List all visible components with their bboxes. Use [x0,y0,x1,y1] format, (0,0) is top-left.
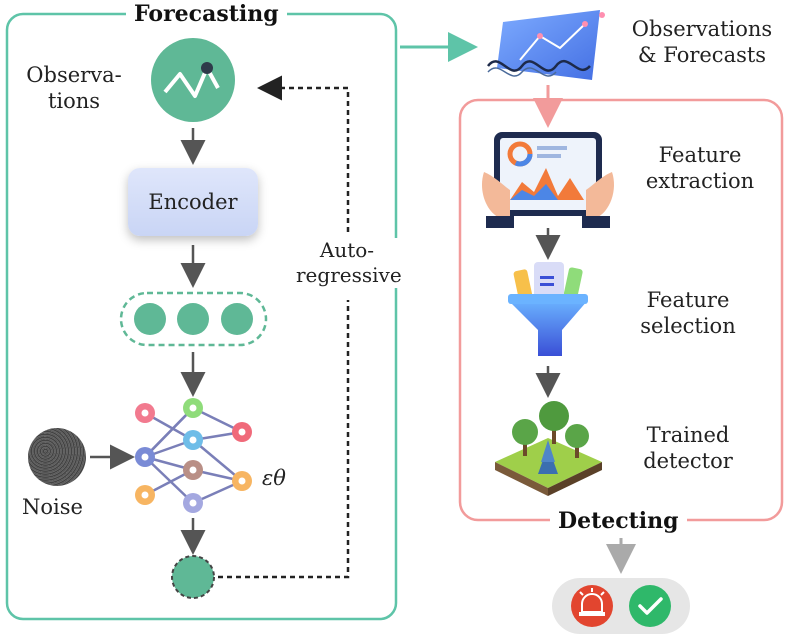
feature-extraction-line1: Feature [658,143,742,167]
line-chart-icon [151,38,235,122]
feature-selection-line2: selection [640,314,736,339]
tablet-dashboard-icon [481,132,615,228]
encoder-label: Encoder [148,190,238,214]
feature-extraction-label: Feature extraction [630,142,770,195]
observations-label-line2: tions [47,89,101,114]
observations-forecasts-line1: Observations [631,17,773,41]
feature-extraction-line2: extraction [645,169,755,194]
autoregressive-loop [218,300,350,579]
observations-label-line1: Observa- [26,63,122,87]
autoregressive-loop-top [257,75,350,232]
funnel-icon [508,262,588,356]
epsilon-theta-label: εθ [262,465,286,491]
feature-selection-label: Feature selection [618,287,758,340]
latent-vector [119,291,268,347]
autoregressive-label-line2: regressive [296,263,402,287]
autoregressive-label-line1: Auto- [319,238,375,262]
noise-label: Noise [22,495,83,519]
autoregressive-label: Auto- regressive [296,238,402,288]
forecast-output-node [171,555,215,599]
observations-label: Observa- tions [18,62,130,115]
forecasting-title: Forecasting [126,1,287,27]
forest-icon [495,401,602,496]
detecting-title: Detecting [550,508,687,534]
observations-forecasts-line2: & Forecasts [637,43,767,68]
trained-detector-line1: Trained [646,423,730,447]
trained-detector-label: Trained detector [618,422,758,475]
observations-forecasts-label: Observations & Forecasts [618,16,786,69]
denoising-network [144,406,243,505]
noise-image [28,428,86,486]
epsilon-theta-text: εθ [262,466,286,490]
check-icon [629,585,671,627]
alarm-icon [571,585,613,627]
trained-detector-line2: detector [643,449,733,474]
observations-forecasts-icon [487,10,605,80]
feature-selection-line1: Feature [646,288,730,312]
encoder-block: Encoder [128,168,258,236]
network-nodes [135,398,252,513]
